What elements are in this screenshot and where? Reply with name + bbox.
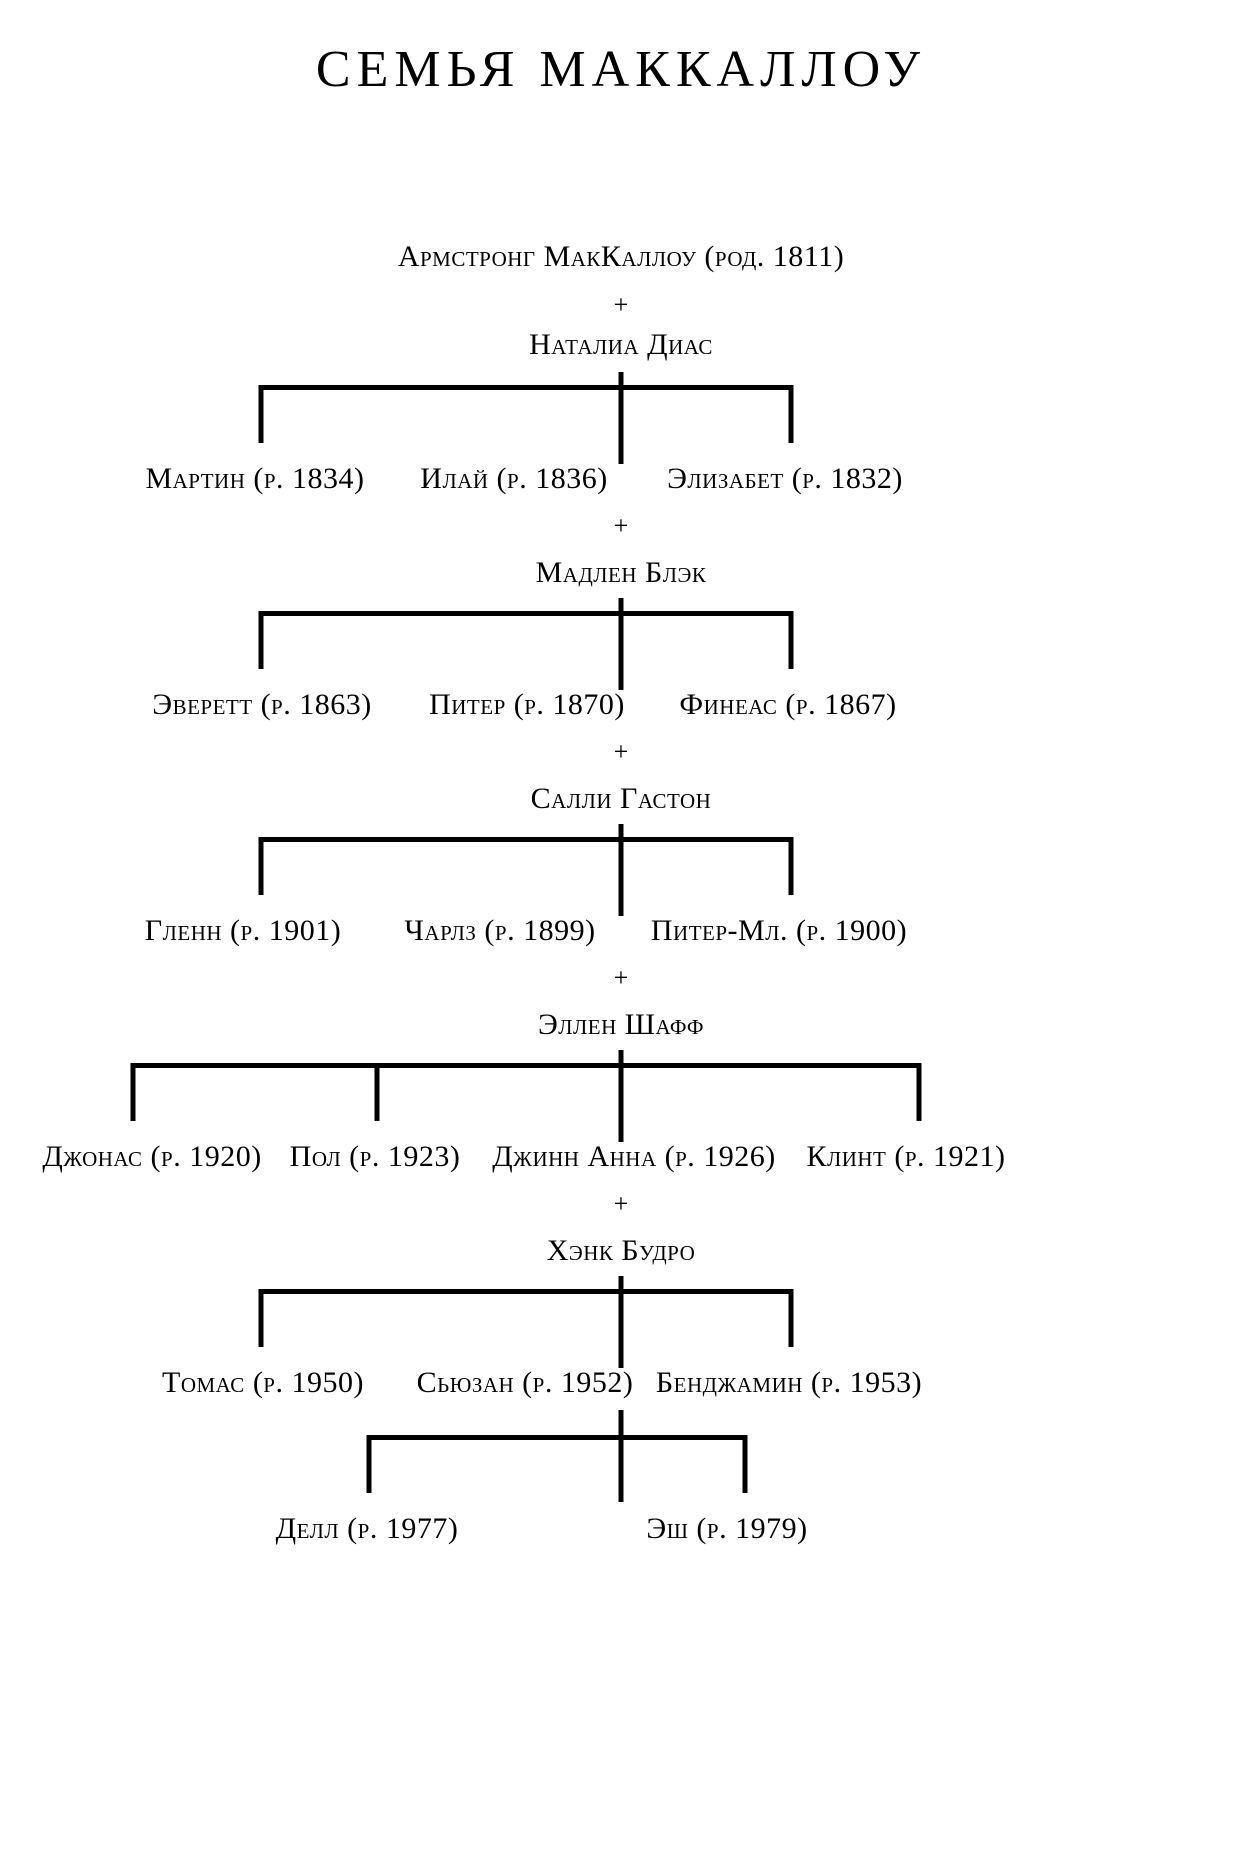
gen2-crossbar xyxy=(259,611,793,616)
person-armstrong-mccullough: Армстронг МакКаллоу (род. 1811) xyxy=(397,240,845,273)
gen5-crossbar xyxy=(259,1289,793,1294)
gen6-children-row: Делл (р. 1977) Эш (р. 1979) xyxy=(0,1512,1242,1552)
gen6-drop-right xyxy=(742,1435,748,1493)
person-susan: Сьюзан (р. 1952) xyxy=(416,1366,634,1399)
gen4-crossbar xyxy=(131,1063,921,1068)
gen3-stem xyxy=(618,824,624,916)
gen3-spouse-row: Салли Гастон xyxy=(0,782,1242,816)
person-everett: Эверетт (р. 1863) xyxy=(152,688,372,721)
person-clint: Клинт (р. 1921) xyxy=(806,1140,1006,1173)
gen2-union-row: + xyxy=(0,513,1242,539)
gen4-stem xyxy=(618,1050,624,1142)
gen3-children-row: Гленн (р. 1901) Чарлз (р. 1899) Питер-Мл… xyxy=(0,914,1242,954)
person-charles: Чарлз (р. 1899) xyxy=(404,914,596,947)
gen2-children-row: Эверетт (р. 1863) Питер (р. 1870) Финеас… xyxy=(0,688,1242,728)
page-title: СЕМЬЯ МАККАЛЛОУ xyxy=(315,41,927,98)
gen5-drop-right xyxy=(788,1289,794,1347)
gen3-drop-right xyxy=(788,837,794,895)
person-natalia-dias: Наталиа Диас xyxy=(529,328,713,361)
gen6-drop-left xyxy=(366,1435,372,1493)
union-plus-icon: + xyxy=(613,963,629,992)
person-benjamin: Бенджамин (р. 1953) xyxy=(655,1366,923,1399)
gen1-stem xyxy=(618,372,624,464)
gen5-drop-left xyxy=(258,1289,264,1347)
person-glenn: Гленн (р. 1901) xyxy=(144,914,342,947)
person-ellen-schaff: Эллен Шафф xyxy=(537,1008,705,1041)
person-elizabeth: Элизабет (р. 1832) xyxy=(667,462,903,495)
gen2-drop-left xyxy=(258,611,264,669)
gen4-spouse-row: Эллен Шафф xyxy=(0,1008,1242,1042)
gen2-drop-right xyxy=(788,611,794,669)
person-thomas: Томас (р. 1950) xyxy=(162,1366,364,1399)
gen3-drop-left xyxy=(258,837,264,895)
gen3-union-row: + xyxy=(0,739,1242,765)
gen1-crossbar xyxy=(259,385,793,390)
union-plus-icon: + xyxy=(613,1189,629,1218)
gen1-drop-left xyxy=(258,385,264,443)
person-dell: Делл (р. 1977) xyxy=(275,1512,459,1545)
gen1-spouse-row: Наталиа Диас xyxy=(0,328,1242,362)
union-plus-icon: + xyxy=(613,290,629,319)
person-peter: Питер (р. 1870) xyxy=(429,688,625,721)
gen1-children-row: Мартин (р. 1834) Илай (р. 1836) Элизабет… xyxy=(0,462,1242,502)
gen3-crossbar xyxy=(259,837,793,842)
gen5-stem xyxy=(618,1276,624,1368)
gen1-drop-right xyxy=(788,385,794,443)
gen1-parent-row: Армстронг МакКаллоу (род. 1811) xyxy=(0,240,1242,274)
person-madelyn-black: Мадлен Блэк xyxy=(535,556,707,589)
gen6-crossbar xyxy=(367,1435,747,1440)
person-peter-jr: Питер-Мл. (р. 1900) xyxy=(650,914,908,947)
gen2-stem xyxy=(618,598,624,690)
person-sally-gaston: Салли Гастон xyxy=(530,782,712,815)
person-hank-boudreau: Хэнк Будро xyxy=(546,1234,696,1267)
person-phineas: Финеас (р. 1867) xyxy=(679,688,897,721)
union-plus-icon: + xyxy=(613,737,629,766)
person-eli: Илай (р. 1836) xyxy=(420,462,608,495)
person-jonas: Джонас (р. 1920) xyxy=(42,1140,262,1173)
gen5-union-row: + xyxy=(0,1191,1242,1217)
gen4-drop-1 xyxy=(130,1063,136,1121)
gen4-children-row: Джонас (р. 1920) Пол (р. 1923) Джинн Анн… xyxy=(0,1140,1242,1180)
person-jeanne-anne: Джинн Анна (р. 1926) xyxy=(492,1140,776,1173)
gen6-stem xyxy=(618,1410,624,1502)
gen4-drop-2 xyxy=(374,1063,380,1121)
gen2-spouse-row: Мадлен Блэк xyxy=(0,556,1242,590)
gen5-spouse-row: Хэнк Будро xyxy=(0,1234,1242,1268)
person-martin: Мартин (р. 1834) xyxy=(145,462,365,495)
person-paul: Пол (р. 1923) xyxy=(289,1140,461,1173)
union-plus-icon: + xyxy=(613,511,629,540)
gen4-union-row: + xyxy=(0,965,1242,991)
gen1-union-row: + xyxy=(0,292,1242,318)
gen5-children-row: Томас (р. 1950) Сьюзан (р. 1952) Бенджам… xyxy=(0,1366,1242,1406)
gen4-drop-4 xyxy=(916,1063,922,1121)
person-ash: Эш (р. 1979) xyxy=(646,1512,808,1545)
